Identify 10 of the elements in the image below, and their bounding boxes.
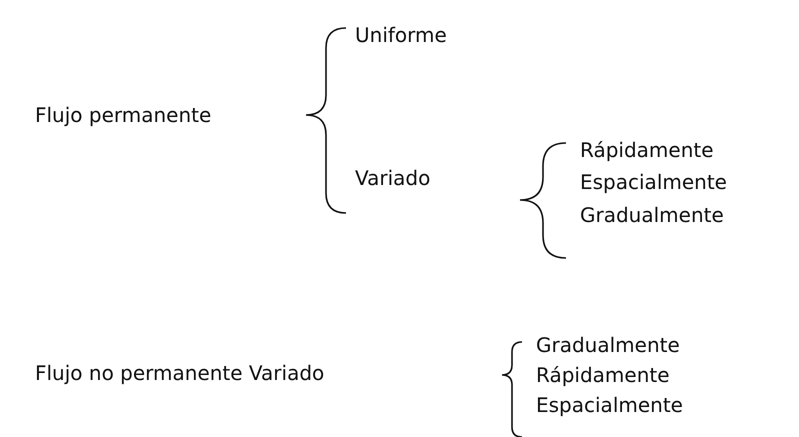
- category-label: Flujo permanente: [35, 103, 212, 127]
- category-label: Variado: [355, 166, 430, 190]
- category-label: Uniforme: [355, 23, 447, 47]
- category-label: Espacialmente: [580, 170, 727, 194]
- category-label: Flujo no permanente Variado: [35, 361, 324, 385]
- category-label: Gradualmente: [536, 333, 680, 357]
- category-label: Espacialmente: [536, 393, 683, 417]
- category-label: Rápidamente: [580, 138, 714, 162]
- category-label: Rápidamente: [536, 363, 670, 387]
- category-label: Gradualmente: [580, 203, 724, 227]
